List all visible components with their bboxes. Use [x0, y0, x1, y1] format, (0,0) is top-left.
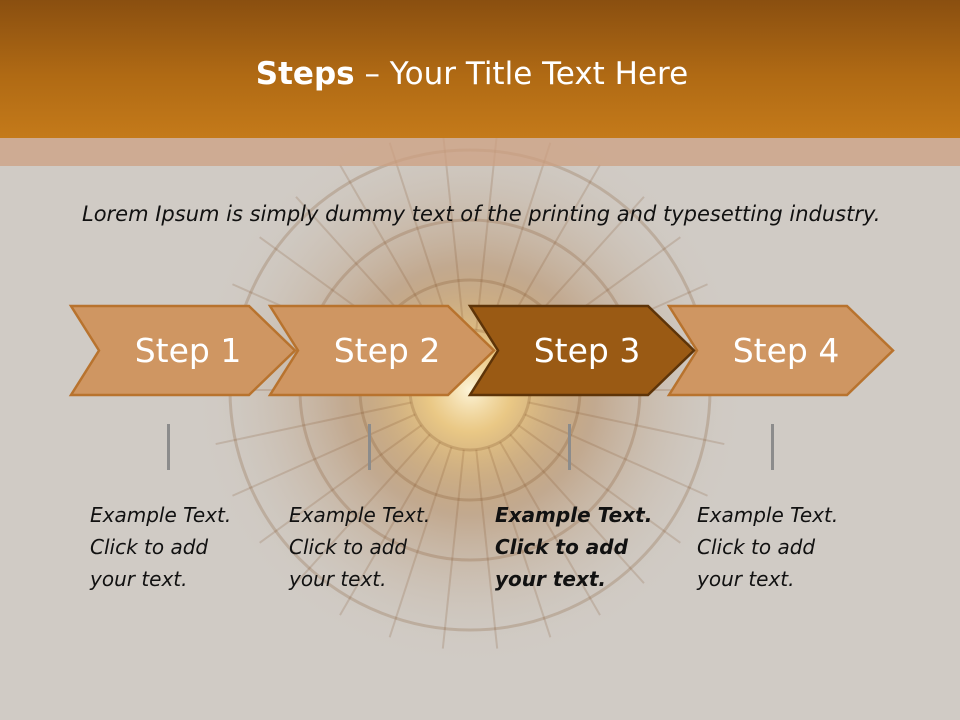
- step-1-chevron[interactable]: [68, 304, 297, 397]
- step-1-connector: [167, 424, 170, 470]
- step-2-connector: [368, 424, 371, 470]
- step-4-chevron[interactable]: [666, 304, 895, 397]
- title-rest: – Your Title Text Here: [354, 56, 689, 92]
- step-3-connector: [568, 424, 571, 470]
- desc-line: your text.: [495, 567, 607, 591]
- desc-line: Example Text.: [90, 503, 232, 527]
- step-4-description[interactable]: Example Text. Click to add your text.: [697, 499, 872, 595]
- desc-line: Click to add: [90, 535, 209, 559]
- step-3-chevron[interactable]: [467, 304, 696, 397]
- step-2-label[interactable]: Step 2: [333, 331, 441, 370]
- intro-text[interactable]: Lorem Ipsum is simply dummy text of the …: [82, 202, 881, 226]
- title-bar: [0, 0, 960, 138]
- desc-line: your text.: [289, 567, 387, 591]
- slide-title[interactable]: Steps – Your Title Text Here: [0, 52, 944, 96]
- desc-line: Example Text.: [697, 503, 839, 527]
- step-4-connector: [771, 424, 774, 470]
- step-4-label[interactable]: Step 4: [732, 331, 840, 370]
- step-1-label[interactable]: Step 1: [134, 331, 242, 370]
- step-2-description[interactable]: Example Text. Click to add your text.: [289, 499, 464, 595]
- step-3-label[interactable]: Step 3: [533, 331, 641, 370]
- step-3-description[interactable]: Example Text. Click to add your text.: [495, 499, 670, 595]
- title-band: [0, 138, 960, 166]
- desc-line: Example Text.: [495, 503, 653, 527]
- desc-line: Example Text.: [289, 503, 431, 527]
- desc-line: Click to add: [495, 535, 628, 559]
- step-1-description[interactable]: Example Text. Click to add your text.: [90, 499, 265, 595]
- step-2-chevron[interactable]: [267, 304, 496, 397]
- desc-line: your text.: [90, 567, 188, 591]
- desc-line: Click to add: [289, 535, 408, 559]
- desc-line: Click to add: [697, 535, 816, 559]
- desc-line: your text.: [697, 567, 795, 591]
- title-bold: Steps: [255, 56, 355, 92]
